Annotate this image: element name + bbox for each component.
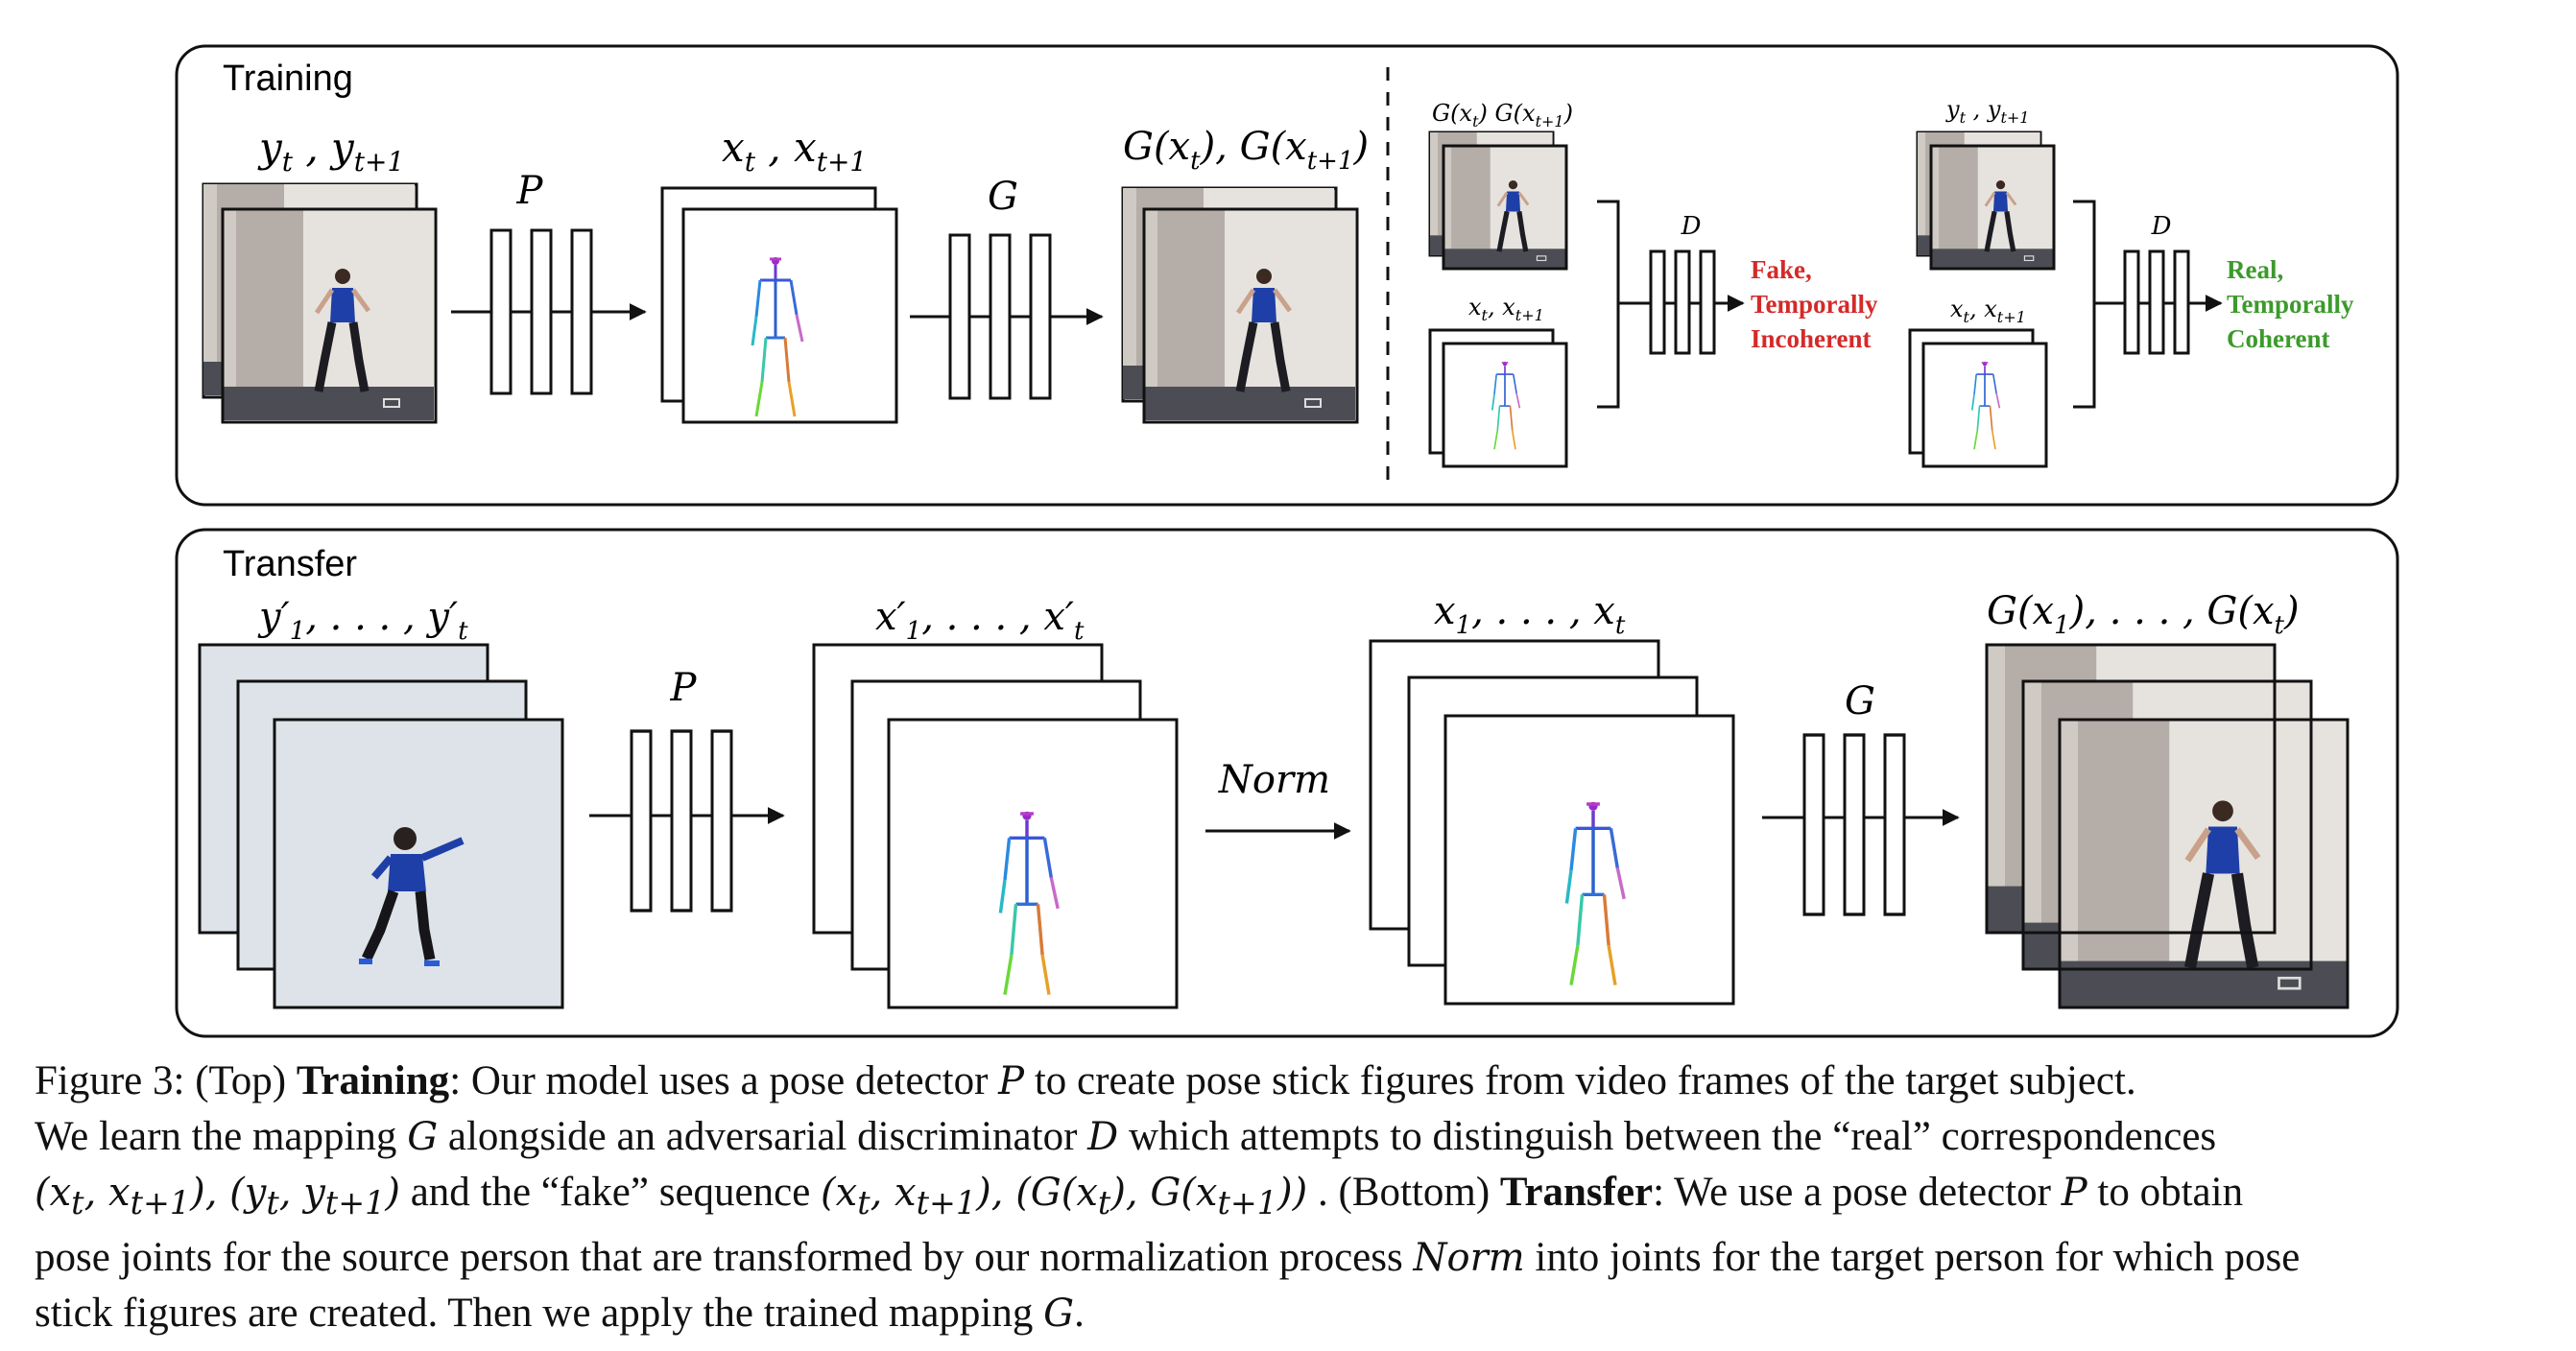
label-D-real: D [2151, 212, 2172, 241]
caption-line-3: (xt, xt+1), (yt, yt+1) and the “fake” se… [35, 1170, 2244, 1221]
label-P-transfer: P [670, 666, 698, 710]
real-result-text: Real, Temporally Coherent [2227, 255, 2354, 353]
label-y-input: yt , yt+1 [257, 124, 404, 178]
label-D-fake: D [1681, 212, 1702, 241]
training-title: Training [223, 59, 353, 99]
label-real-bottom: xt, xt+1 [1950, 296, 2026, 326]
transfer-title: Transfer [223, 544, 357, 584]
label-Gx-transfer: G(x1), . . . , G(xt) [1987, 589, 2300, 640]
transfer-panel [175, 528, 2399, 1038]
label-fake-top: G(xt) G(xt+1) [1432, 100, 1573, 130]
discriminator-D-real [2110, 249, 2223, 355]
svg-text:Temporally: Temporally [2227, 290, 2354, 319]
generator-G-transfer [1762, 733, 1960, 916]
frame-stack-y [203, 184, 436, 422]
svg-text:Fake,: Fake, [1751, 255, 1812, 284]
figure-diagram: Training yt , yt+1 P xt , xt+1 G G(xt), … [175, 44, 2399, 1038]
svg-text:Real,: Real, [2227, 255, 2283, 284]
label-x-transfer: x1, . . . , xt [1434, 589, 1626, 640]
discriminator-D-fake [1634, 249, 1745, 355]
label-real-top: yt , yt+1 [1945, 96, 2029, 127]
svg-text:Coherent: Coherent [2227, 324, 2330, 353]
frame-stack-x [660, 186, 898, 424]
caption-line-2: We learn the mapping G alongside an adve… [35, 1114, 2217, 1159]
figure-caption: Figure 3: (Top) Training: Our model uses… [35, 1054, 2541, 1341]
label-G-transfer: G [1845, 679, 1875, 723]
fake-result-text: Fake, Temporally Incoherent [1751, 255, 1878, 353]
label-Gx-train: G(xt), G(xt+1) [1123, 125, 1369, 176]
real-frame-pair-y [1918, 132, 2054, 269]
svg-text:Temporally: Temporally [1751, 290, 1878, 319]
caption-line-5: stick figures are created. Then we apply… [35, 1291, 1085, 1336]
caption-line-1: Figure 3: (Top) Training: Our model uses… [35, 1058, 2136, 1103]
frame-stack-source [198, 643, 564, 1009]
training-panel [175, 44, 2399, 507]
fake-frame-pair-Gx [1430, 132, 1566, 269]
label-y-prime: y′1, . . . , y′t [257, 595, 468, 646]
label-x-train: xt , xt+1 [722, 124, 867, 178]
fake-frame-pair-x [1428, 328, 1568, 468]
frame-stack-x-prime [812, 643, 1179, 1009]
frame-stack-output [1987, 645, 2348, 1007]
frame-stack-Gx [1123, 188, 1357, 422]
label-G-train: G [988, 175, 1018, 219]
label-P-train: P [516, 169, 544, 213]
label-fake-bottom: xt, xt+1 [1468, 294, 1544, 324]
pose-detector-P [451, 228, 647, 395]
generator-G [910, 233, 1104, 400]
frame-stack-x [1369, 639, 1735, 1006]
svg-text:Incoherent: Incoherent [1751, 324, 1872, 353]
real-frame-pair-x [1908, 328, 2048, 468]
label-norm: Norm [1218, 758, 1330, 802]
label-x-prime: x′1, . . . , x′t [875, 595, 1085, 646]
pose-detector-P-transfer [589, 729, 785, 913]
caption-line-4: pose joints for the source person that a… [35, 1235, 2301, 1280]
